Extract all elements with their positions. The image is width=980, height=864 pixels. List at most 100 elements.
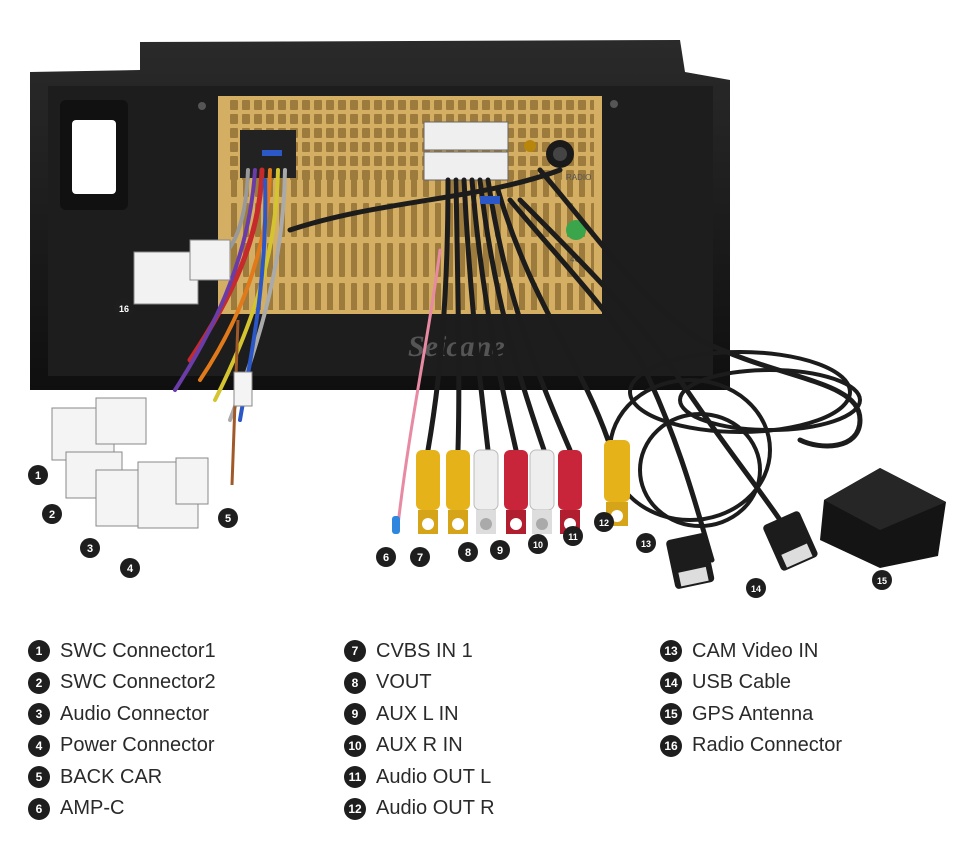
radio-connector	[133, 239, 231, 305]
callout-number: 3	[87, 543, 93, 555]
callout-badge: 6	[376, 547, 396, 567]
legend-number-badge: 6	[28, 797, 50, 820]
callout-number: 5	[225, 513, 231, 525]
callout-number: 2	[49, 509, 55, 521]
legend-number-badge: 11	[344, 766, 366, 788]
legend-label: VOUT	[376, 671, 432, 693]
callout-badge: 8	[458, 542, 478, 562]
legend-number-badge: 10	[344, 734, 366, 757]
legend-label: Radio Connector	[692, 734, 843, 756]
legend-number-badge: 16	[660, 734, 682, 757]
callout-number: 7	[417, 552, 423, 564]
callout-number: 1	[35, 470, 41, 482]
legend-label: SWC Connector1	[60, 639, 216, 662]
legend-item: 16 Radio Connector	[660, 734, 843, 757]
legend-column-1: 1 SWC Connector1 2 SWC Connector2 3 Audio Con…	[28, 640, 216, 829]
legend-label: AUX L IN	[376, 702, 459, 725]
legend-item: 13 CAM Video IN	[660, 640, 842, 662]
harness-connectors	[51, 319, 253, 529]
legend-number-badge: 9	[344, 703, 366, 725]
callout-badge: 12	[594, 512, 614, 532]
callout-number: 14	[751, 584, 761, 594]
legend-item: 2 SWC Connector2	[28, 671, 216, 694]
callout-number: 16	[119, 304, 129, 314]
legend-label: Audio Connector	[60, 702, 209, 725]
callout-number: 15	[877, 576, 887, 586]
callout-badge: 9	[490, 540, 510, 560]
legend-label: SWC Connector2	[60, 671, 216, 693]
usb-socket-block	[423, 121, 509, 151]
callout-number: 11	[568, 532, 578, 542]
callout-number: 12	[599, 518, 609, 528]
green-sticker	[566, 220, 586, 240]
legend-number-badge: 2	[28, 671, 50, 694]
legend-item: 7 CVBS IN 1	[344, 640, 495, 662]
callout-badge: 3	[80, 538, 100, 558]
gps-jack	[524, 140, 536, 152]
rca-audio-out-r	[558, 450, 582, 534]
callout-badge: 11	[563, 526, 583, 546]
legend-number-badge: 7	[344, 640, 366, 662]
callout-badge: 4	[120, 558, 140, 578]
callout-badge: 2	[42, 504, 62, 524]
legend-item: 14 USB Cable	[660, 671, 842, 694]
rca-audio-out-l	[529, 449, 555, 534]
legend-number-badge: 4	[28, 734, 50, 757]
legend-label: CVBS IN 1	[376, 639, 473, 662]
legend-label: Audio OUT R	[376, 797, 495, 819]
legend-number-badge: 3	[28, 703, 50, 725]
legend-item: 15 GPS Antenna	[660, 703, 842, 725]
callout-number: 8	[465, 547, 471, 559]
rca-cam-video-in	[604, 440, 630, 526]
callout-badge: 1	[28, 465, 48, 485]
legend-label: Audio OUT L	[376, 765, 492, 788]
legend-label: CAM Video IN	[692, 639, 819, 662]
legend-item: 6 AMP-C	[28, 797, 216, 820]
legend-number-badge: 12	[344, 797, 366, 820]
legend-label: AMP-C	[60, 797, 125, 819]
legend-item: 5 BACK CAR	[28, 766, 216, 788]
legend-number-badge: 5	[28, 766, 50, 788]
legend-label: BACK CAR	[60, 765, 163, 788]
callout-badge: 10	[528, 534, 548, 554]
rca-aux-l-in	[473, 449, 499, 534]
gps-antenna	[820, 468, 946, 568]
swc-connector-2	[95, 397, 147, 445]
callout-number: 10	[533, 540, 543, 550]
legend-label: AUX R IN	[376, 734, 463, 756]
legend-item: 10 AUX R IN	[344, 734, 495, 757]
rca-aux-r-in	[504, 450, 528, 534]
rca-plugs	[392, 440, 630, 534]
legend-item: 4 Power Connector	[28, 734, 216, 757]
callout-badge: 14	[746, 578, 766, 598]
callout-badge: 7	[410, 547, 430, 567]
chassis-radio-marking: RADIO	[566, 173, 591, 182]
callout-number: 9	[497, 545, 503, 557]
legend-label: Power Connector	[60, 734, 215, 756]
rca-vout	[446, 450, 470, 534]
legend-number-badge: 15	[660, 703, 682, 725]
callout-badge: 13	[636, 533, 656, 553]
legend-number-badge: 1	[28, 640, 50, 662]
callout-badge: 5	[218, 508, 238, 528]
legend-column-3: 13 CAM Video IN 14 USB Cable 15 GPS Antenna 16…	[660, 640, 842, 766]
legend-label: GPS Antenna	[692, 702, 814, 725]
callout-number: 13	[641, 539, 651, 549]
rca-cvbs-in-1	[416, 450, 440, 534]
legend-item: 12 Audio OUT R	[344, 797, 495, 820]
legend-item: 9 AUX L IN	[344, 703, 495, 725]
legend: 1 SWC Connector1 2 SWC Connector2 3 Audio Con…	[0, 640, 980, 840]
legend-label: USB Cable	[692, 671, 791, 693]
legend-number-badge: 8	[344, 671, 366, 694]
callout-badge: 15	[872, 570, 892, 590]
legend-number-badge: 13	[660, 640, 682, 662]
legend-item: 8 VOUT	[344, 671, 495, 694]
legend-item: 3 Audio Connector	[28, 703, 216, 725]
callout-badge: 16	[114, 298, 134, 318]
callout-number: 4	[127, 563, 134, 575]
legend-item: 1 SWC Connector1	[28, 640, 216, 662]
legend-number-badge: 14	[660, 671, 682, 694]
